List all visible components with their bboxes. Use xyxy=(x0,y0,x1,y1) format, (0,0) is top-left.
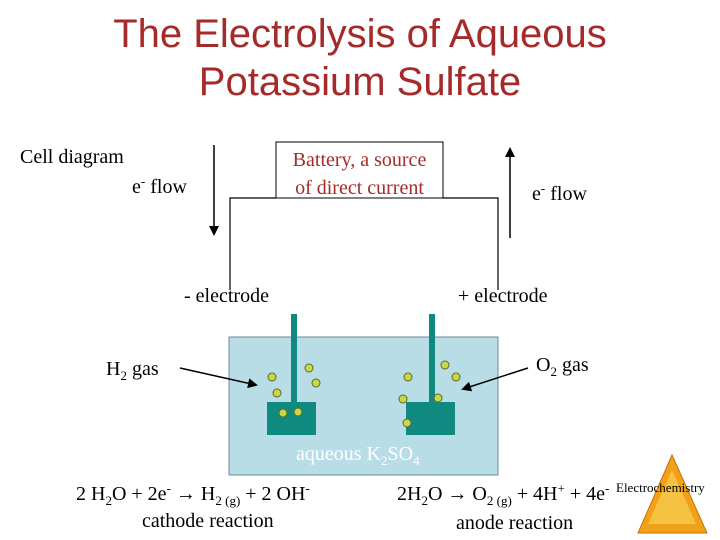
bubble xyxy=(311,378,321,388)
solution-label: aqueous K2SO4 xyxy=(296,443,420,468)
bubble xyxy=(402,418,412,428)
o2-pointer-arrow xyxy=(461,367,529,392)
bubble xyxy=(304,363,314,373)
battery-label: Battery, a source of direct current xyxy=(292,149,427,199)
o2-bubbles xyxy=(398,360,461,428)
o2-gas-label: O2 gas xyxy=(536,354,589,379)
wire-right xyxy=(443,197,499,290)
bubble xyxy=(403,372,413,382)
logo-text: Electrochemistry xyxy=(616,480,705,495)
anode-rod xyxy=(429,314,435,404)
bubble xyxy=(293,407,303,417)
h2-gas-label: H2 gas xyxy=(106,358,159,383)
bubble xyxy=(272,388,282,398)
bubble xyxy=(278,408,288,418)
h2-pointer-arrow xyxy=(179,367,258,389)
battery-box xyxy=(275,141,444,199)
title-line-2: Potassium Sulfate xyxy=(198,60,522,104)
bubble xyxy=(398,394,408,404)
cathode-equation: 2 H2O + 2e- → H2 (g) + 2 OH- xyxy=(76,480,310,508)
positive-electrode-label: + electrode xyxy=(458,285,548,307)
cathode-rod xyxy=(291,314,297,404)
bubble xyxy=(267,372,277,382)
title-line-1: The Electrolysis of Aqueous xyxy=(113,12,607,56)
negative-electrode-label: - electrode xyxy=(184,285,269,307)
cathode-reaction-label: cathode reaction xyxy=(142,510,274,532)
e-flow-label-right: e- flow xyxy=(532,180,587,205)
bubble xyxy=(451,372,461,382)
anode-reaction-label: anode reaction xyxy=(456,512,574,534)
cell-diagram-label: Cell diagram xyxy=(20,146,124,168)
cathode-plate xyxy=(267,402,316,435)
anode-equation: 2H2O → O2 (g) + 4H+ + 4e- xyxy=(397,480,610,508)
h2-bubbles xyxy=(267,363,321,418)
bubble xyxy=(440,360,450,370)
anode-plate xyxy=(406,402,455,435)
e-flow-label-left: e- flow xyxy=(132,173,187,198)
wire-left xyxy=(229,197,276,290)
bubble xyxy=(433,393,443,403)
